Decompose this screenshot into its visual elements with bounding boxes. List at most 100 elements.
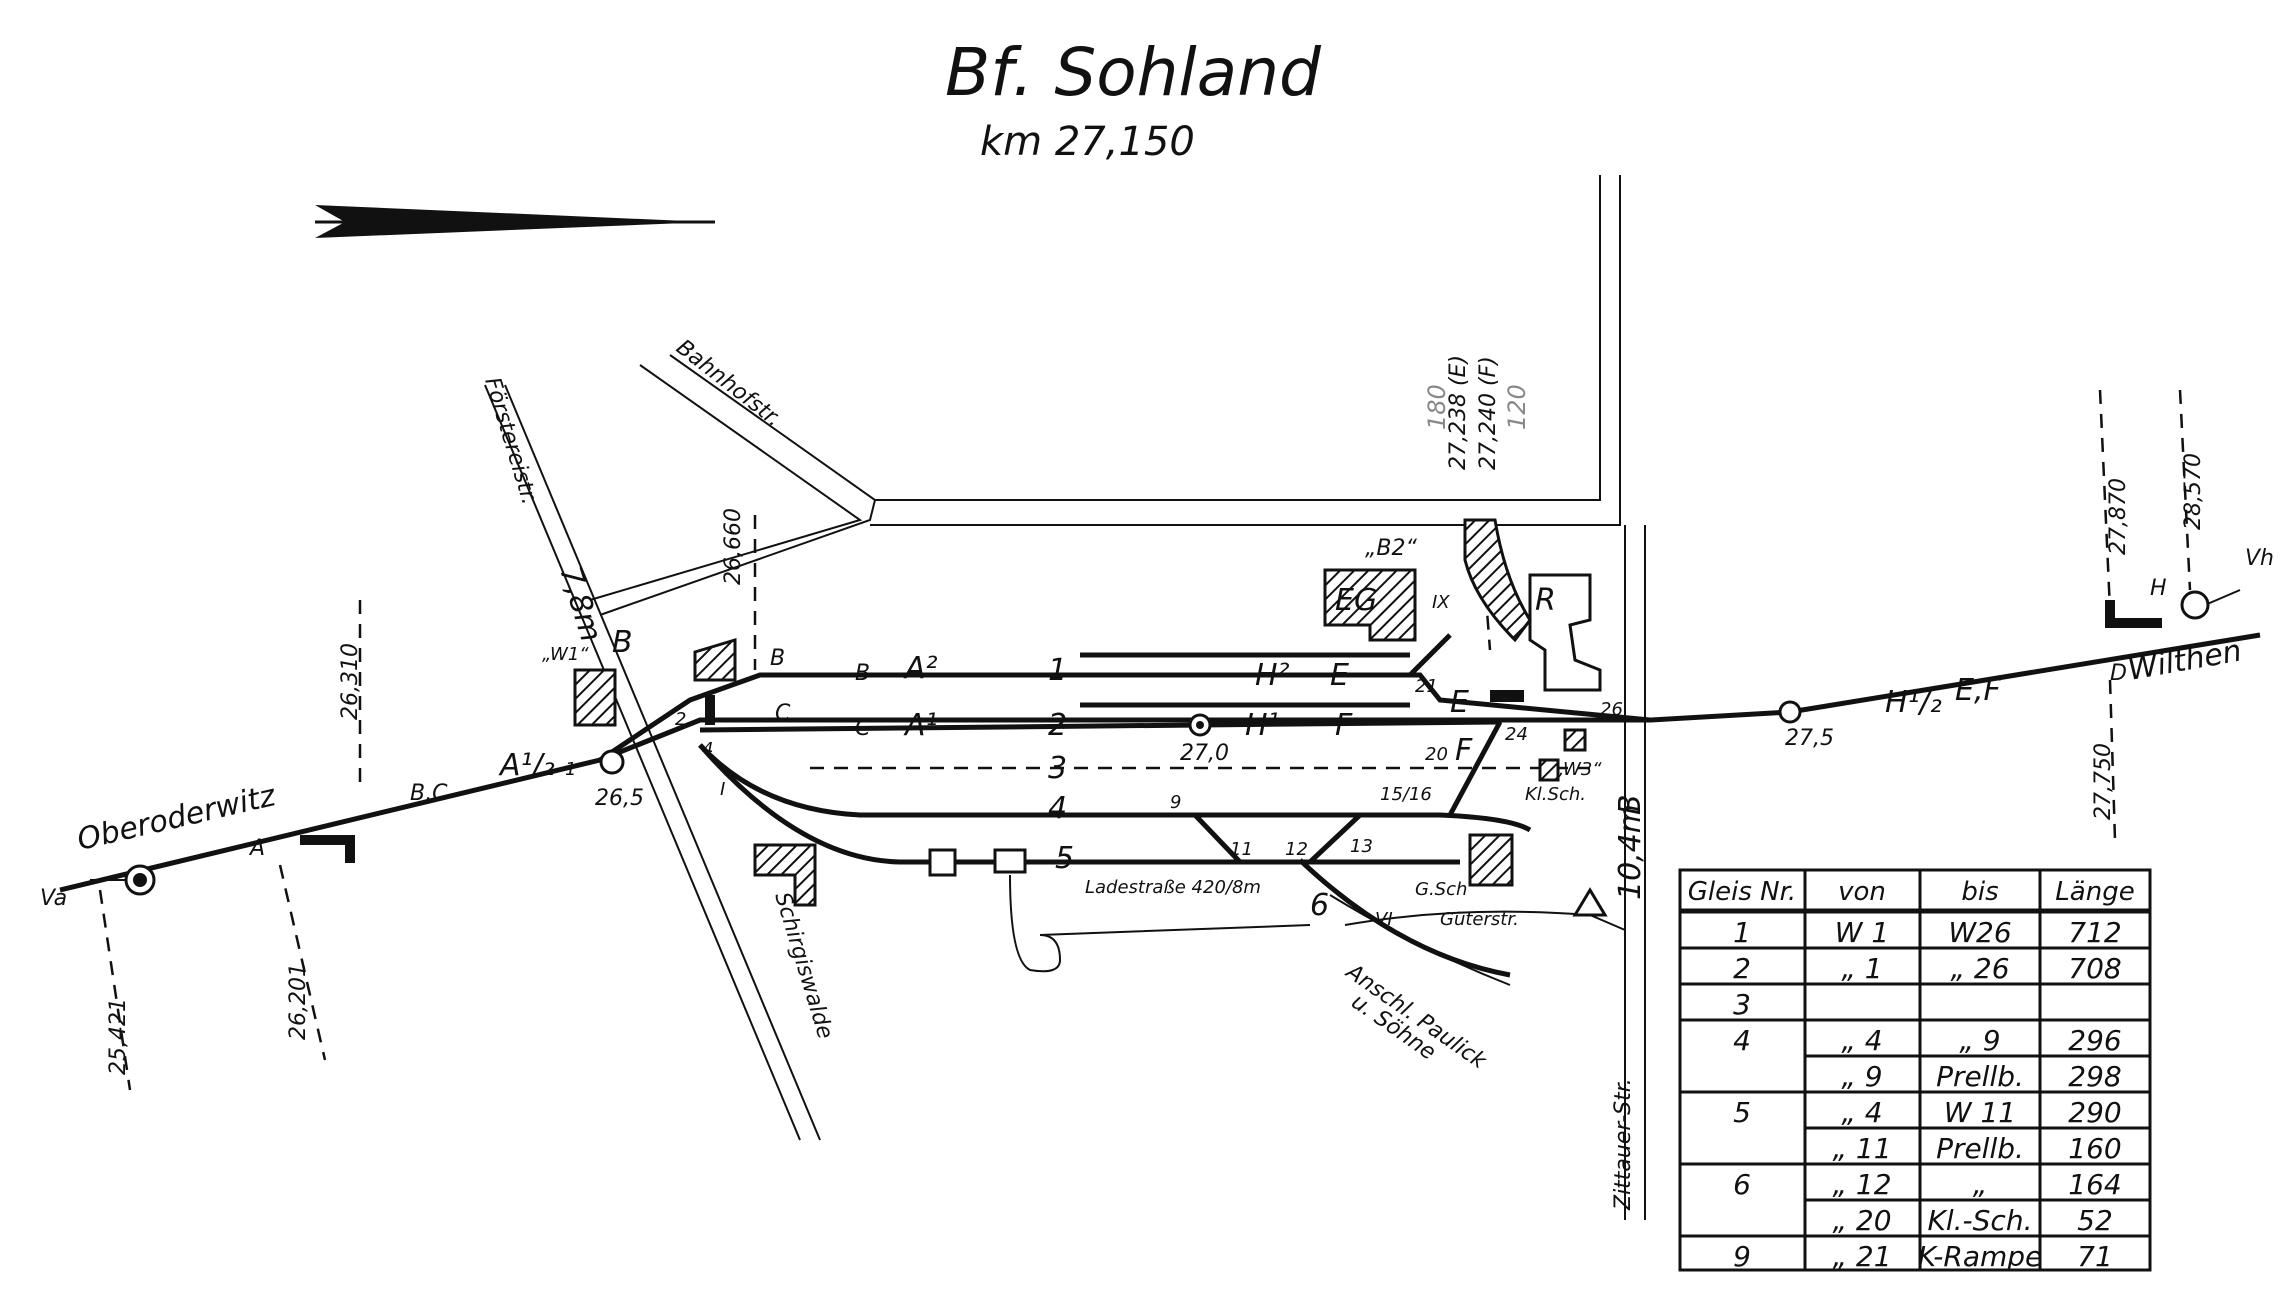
route-label-a12: A¹/₂ <box>498 748 555 783</box>
triangle-marker-icon <box>1572 887 1608 917</box>
switch-roman-6: VI <box>1375 909 1393 930</box>
table-cell: Kl.-Sch. <box>1928 1204 2033 1237</box>
chainage-27238: 27,238 (E) <box>1446 355 1471 470</box>
crossover-21 <box>1408 633 1452 677</box>
building-label-w1: „W1“ <box>542 644 589 665</box>
signal-label-h: H <box>2150 576 2167 601</box>
track-number-3: 3 <box>1048 751 1067 786</box>
km-marker-265-icon <box>599 749 625 775</box>
distant-signal-vh-icon <box>2180 589 2241 620</box>
signal-label-vh: Vh <box>2245 546 2274 571</box>
table-cell: 4 <box>1733 1024 1751 1057</box>
loading-road <box>1009 874 1311 973</box>
table-cell: W26 <box>1948 916 2011 949</box>
chainage-26201: 26,201 <box>286 963 311 1040</box>
route-label-b: B <box>855 661 870 686</box>
track-number-4: 4 <box>1048 791 1067 826</box>
switch-1516: 15/16 <box>1380 784 1432 805</box>
table-cell: 9 <box>1733 1240 1751 1273</box>
building-label-w3: „W3“ <box>1555 759 1602 780</box>
table-cell: „ 4 <box>1841 1024 1882 1057</box>
table-cell: „ 21 <box>1832 1240 1891 1273</box>
table-cell: 712 <box>2068 916 2121 949</box>
signal-e-icon <box>1490 690 1524 702</box>
building-label-eg: EG <box>1335 583 1377 618</box>
switch-9: 9 <box>1170 792 1181 813</box>
street-label-gueter: Güterstr. <box>1440 909 1519 930</box>
main-signal-a-icon <box>300 835 355 863</box>
chainage-275: 27,5 <box>1785 726 1834 751</box>
table-cell: „ 20 <box>1832 1204 1891 1237</box>
chainage-25421: 25,421 <box>106 998 131 1075</box>
table-cell: 290 <box>2068 1096 2121 1129</box>
table-cell: W 1 <box>1835 916 1889 949</box>
table-cell: 6 <box>1733 1168 1751 1201</box>
route-label-a1: A¹ <box>903 708 938 743</box>
loading-crane-icon <box>928 848 1027 877</box>
switch-roman-1: I <box>720 779 725 800</box>
chainage-27870: 27,870 <box>2106 478 2131 555</box>
street-label-foersterei: Förstereistr. <box>479 374 541 507</box>
chainage-26660: 26,660 <box>721 508 746 585</box>
switch-11: 11 <box>1230 839 1253 860</box>
table-cell: 708 <box>2068 952 2121 985</box>
distant-signal-va-icon <box>90 864 156 896</box>
track-number-6: 6 <box>1310 888 1329 923</box>
route-label-h1: H¹ <box>1245 708 1280 743</box>
route-label-h2: H² <box>1255 658 1290 693</box>
street-foerstereistr <box>484 384 821 1141</box>
building-label-klsch: Kl.Sch. <box>1525 784 1586 805</box>
building-gsch <box>1468 833 1514 887</box>
table-cell: 1 <box>1733 916 1751 949</box>
crossover-9 <box>1193 813 1242 864</box>
crossover-20 <box>1447 720 1503 817</box>
route-label-a2: A² <box>903 651 938 686</box>
building-eg <box>1323 568 1417 642</box>
anschluss-track <box>1329 894 1511 986</box>
table-cell: Prellb. <box>1936 1060 2024 1093</box>
track-number-1: 1 <box>1048 653 1067 688</box>
table-cell: „ 4 <box>1841 1096 1882 1129</box>
switch-2: 2 <box>675 709 686 730</box>
crossover-13 <box>1308 813 1362 864</box>
table-cell: „ 12 <box>1832 1168 1891 1201</box>
signal-label-b-small: B <box>770 646 785 671</box>
building-w1 <box>573 668 617 727</box>
track-length-table <box>1678 868 2152 1272</box>
track-number-5: 5 <box>1055 841 1074 876</box>
switch-21: 21 <box>1415 676 1438 697</box>
table-cell: 52 <box>2077 1204 2113 1237</box>
chainage-tick-28570 <box>2178 389 2192 591</box>
switch-20: 20 <box>1425 744 1448 765</box>
signal-c-icon <box>705 695 715 725</box>
direction-arrow-icon <box>315 205 715 238</box>
track-1 <box>598 672 1651 763</box>
table-cell: 71 <box>2077 1240 2113 1273</box>
signal-label-a: A <box>248 836 265 861</box>
table-cell: 298 <box>2068 1060 2121 1093</box>
table-cell: „ 1 <box>1841 952 1882 985</box>
chainage-26310: 26,310 <box>338 643 363 720</box>
table-cell: 164 <box>2068 1168 2121 1201</box>
route-label-f: F <box>1335 708 1353 743</box>
signal-label-f: F <box>1455 733 1473 768</box>
table-cell: 296 <box>2068 1024 2121 1057</box>
building-label-gsch: G.Sch <box>1415 879 1467 900</box>
platform-ramp <box>1463 518 1532 643</box>
switch-roman-9: IX <box>1432 592 1450 613</box>
street-label-schirgiswalde: Schirgiswalde <box>769 889 837 1041</box>
building-w3 <box>1563 728 1587 752</box>
table-cell: 5 <box>1733 1096 1751 1129</box>
switch-26: 26 <box>1600 699 1623 720</box>
main-signal-h-icon <box>2105 600 2162 628</box>
place-wilthen: Wilthen <box>2125 634 2244 688</box>
signal-b-icon <box>693 637 737 682</box>
plan-title: Bf. Sohland <box>945 34 1322 111</box>
table-cell: 160 <box>2068 1132 2121 1165</box>
chainage-tick-26201 <box>278 864 327 1061</box>
crossing-label-b: B <box>612 625 633 660</box>
main-line <box>59 632 2261 893</box>
table-cell: Prellb. <box>1936 1132 2024 1165</box>
